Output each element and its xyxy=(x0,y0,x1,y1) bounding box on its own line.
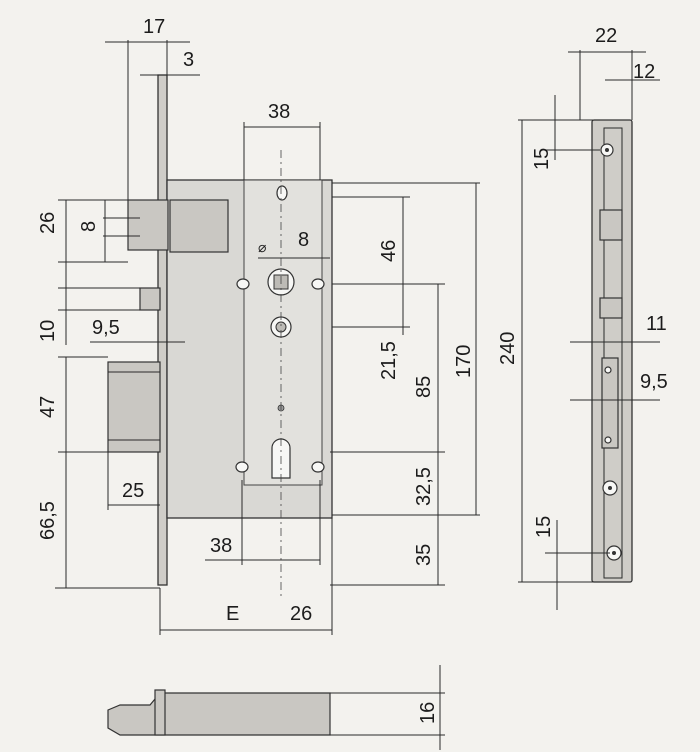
side-faceplate xyxy=(591,119,633,583)
dim-26-left: 26 xyxy=(37,212,59,234)
dim-21-5: 21,5 xyxy=(378,341,400,380)
dim-8-left: 8 xyxy=(78,221,100,232)
dead-bolt xyxy=(107,361,161,453)
dim-32-5: 32,5 xyxy=(413,467,435,506)
small-bolt xyxy=(139,287,161,311)
latch-bolt xyxy=(127,199,169,251)
dim-10: 10 xyxy=(37,320,59,342)
dim-25: 25 xyxy=(122,480,144,502)
dim-3: 3 xyxy=(183,49,194,71)
dim-9-5: 9,5 xyxy=(92,317,120,339)
dim-9-5-side: 9,5 xyxy=(640,371,668,393)
mount-hole-bl xyxy=(235,461,249,473)
lock-front-view xyxy=(107,74,333,600)
dim-38-top: 38 xyxy=(268,101,290,123)
dim-26-bottom: 26 xyxy=(290,603,312,625)
dim-35: 35 xyxy=(413,544,435,566)
mount-hole-br xyxy=(311,461,325,473)
dim-15-bottom: 15 xyxy=(533,516,555,538)
mount-hole-top xyxy=(276,185,288,201)
dim-38-bottom: 38 xyxy=(210,535,232,557)
latch-block xyxy=(169,199,229,253)
dim-17: 17 xyxy=(143,16,165,38)
bolt-bottom-view xyxy=(107,665,445,750)
dim-66-5: 66,5 xyxy=(37,501,59,540)
dim-240: 240 xyxy=(497,332,519,365)
dim-85: 85 xyxy=(413,376,435,398)
dim-8-center: 8 xyxy=(298,229,309,251)
dimension-labels: 17 3 38 26 8 ⌀ 8 46 10 9,5 21,5 85 170 4… xyxy=(37,16,668,724)
mount-hole-left xyxy=(236,278,250,290)
bolt-body xyxy=(107,692,331,736)
front-dimension-lines xyxy=(55,40,480,635)
dim-15-top: 15 xyxy=(531,148,553,170)
dim-22: 22 xyxy=(595,25,617,47)
dim-47: 47 xyxy=(37,396,59,418)
mount-hole-right xyxy=(311,278,325,290)
dim-12: 12 xyxy=(633,61,655,83)
dim-46: 46 xyxy=(378,240,400,262)
faceplate-side-view xyxy=(518,50,660,610)
dim-16: 16 xyxy=(417,702,439,724)
faceplate-strip xyxy=(157,74,168,586)
dim-diameter-symbol: ⌀ xyxy=(258,239,266,255)
dim-11: 11 xyxy=(646,313,667,335)
dim-170: 170 xyxy=(453,345,475,378)
dim-E: E xyxy=(226,603,239,625)
